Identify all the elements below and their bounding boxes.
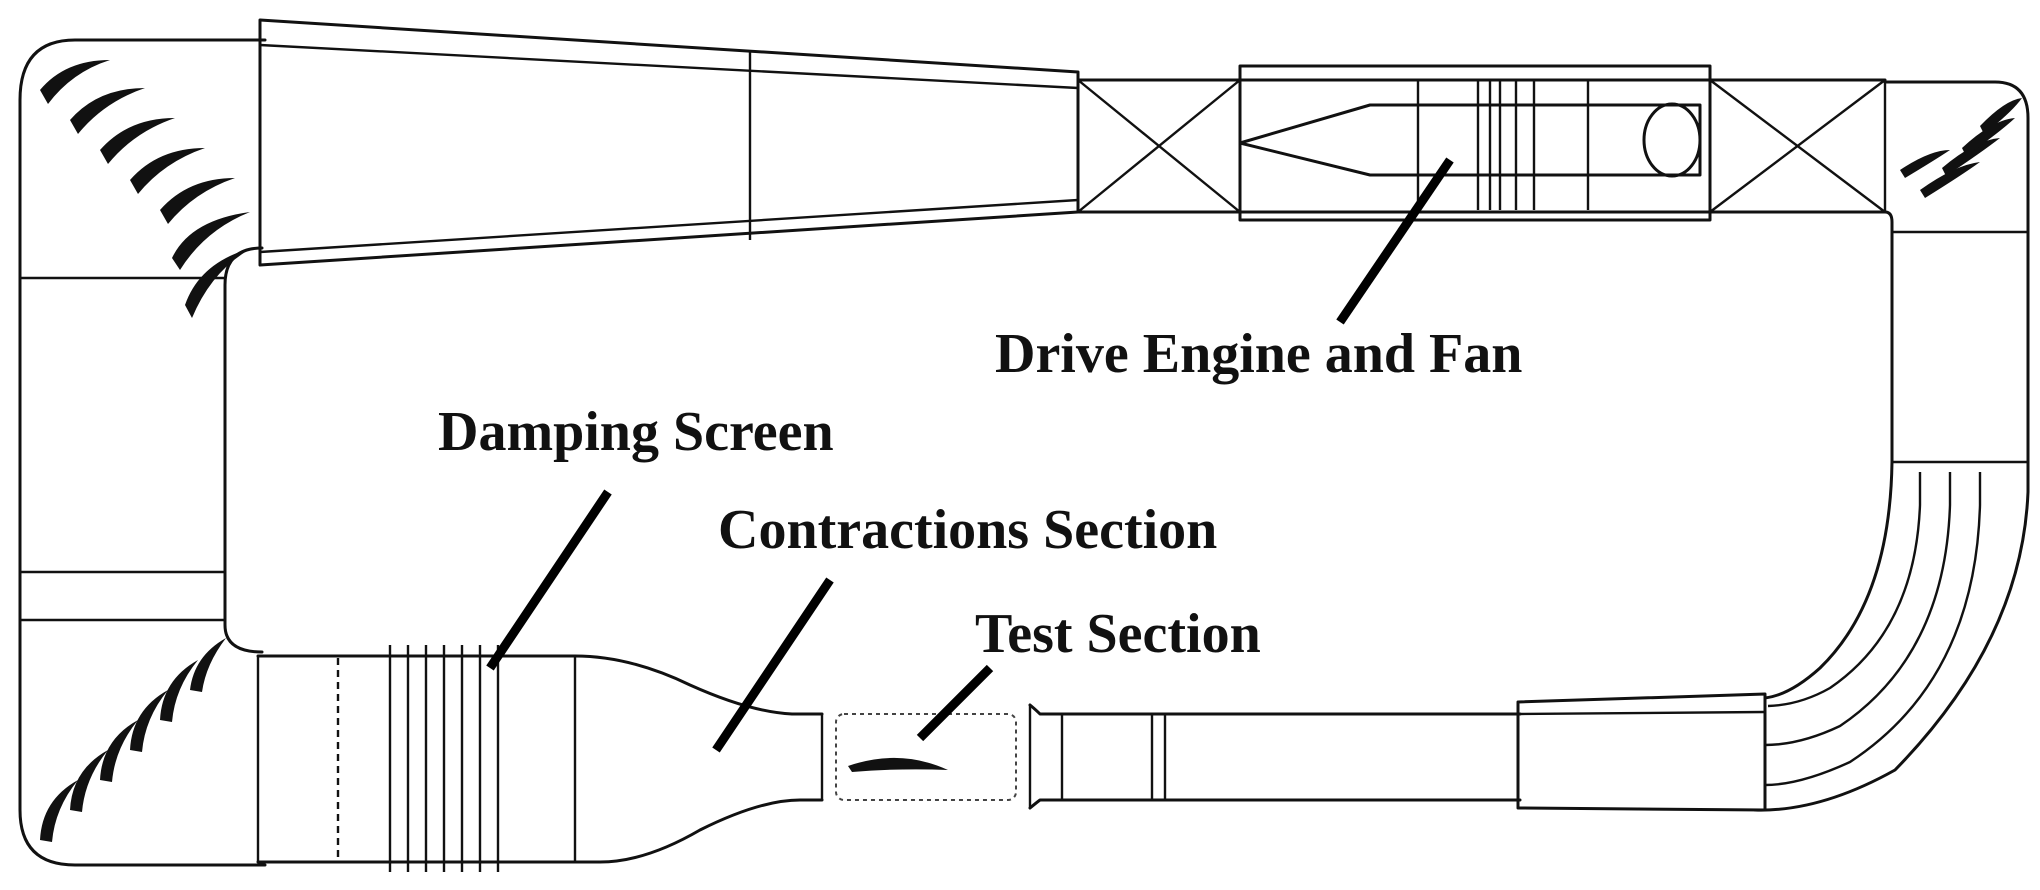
label-contraction: Contractions Section (718, 499, 1217, 561)
turning-vanes-top-left (40, 60, 252, 318)
right-return-duct (1892, 230, 2028, 464)
damping-screen-leader (486, 489, 612, 671)
corner-turning-vanes-bottom-right (1764, 472, 1982, 787)
drive-engine (1238, 64, 1712, 222)
test-section-leader (916, 664, 994, 742)
tunnel-outer-wall (18, 38, 2030, 867)
contraction-leader (712, 577, 834, 753)
contraction-section (573, 654, 824, 864)
label-test-section: Test Section (975, 603, 1261, 665)
label-damping-screen: Damping Screen (438, 401, 834, 463)
turning-vanes-top-right (1900, 98, 2022, 198)
fan-duct (1076, 78, 1887, 214)
top-diffuser (258, 18, 1080, 267)
settling-chamber (256, 645, 602, 872)
turning-vanes-bottom-left (40, 638, 226, 842)
left-return-duct (20, 276, 225, 622)
airfoil-model (848, 757, 948, 772)
first-diffuser (1028, 692, 1767, 812)
drive-engine-leader (1336, 157, 1454, 325)
test-section (835, 713, 1017, 801)
label-drive-engine: Drive Engine and Fan (995, 323, 1522, 385)
